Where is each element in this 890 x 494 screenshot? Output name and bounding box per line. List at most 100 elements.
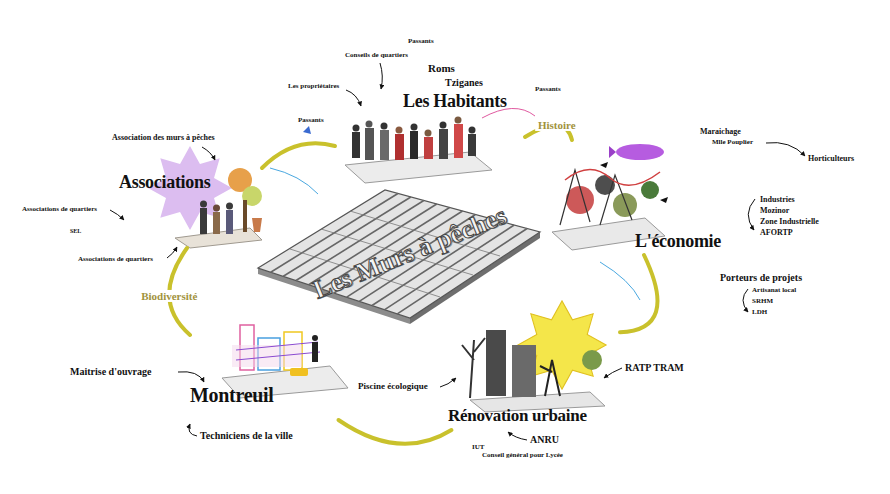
leader-arrow [167, 247, 177, 258]
habitants-collage [454, 124, 463, 158]
leader-arrow [189, 424, 197, 436]
habitants-collage [352, 132, 360, 158]
leader-arrow [110, 210, 124, 220]
habitants-collage [380, 130, 389, 160]
economie-collage [613, 193, 637, 217]
actor-label: Association des murs à pêches [112, 134, 215, 143]
leader-arrow [110, 63, 805, 440]
habitants-collage [440, 122, 447, 129]
person-label: Passants [535, 86, 561, 94]
actor-label: IUT [472, 444, 484, 452]
decor-line [270, 168, 318, 194]
habitants-collage [425, 130, 432, 137]
loop-connector [620, 255, 658, 332]
habitants-collage [353, 125, 360, 132]
habitants-collage [396, 127, 403, 134]
habitants-collage [424, 137, 433, 159]
habitants-collage [303, 117, 492, 184]
node-title: Rénovation urbaine [448, 407, 587, 425]
associations-collage [213, 212, 220, 234]
node-title: Associations [119, 173, 210, 192]
decor-line [600, 262, 640, 300]
project-label: Piscine écologique [358, 382, 428, 392]
person-label: Passants [298, 117, 324, 125]
renovation-collage [540, 360, 560, 396]
associations-collage [252, 218, 262, 232]
leader-arrow [440, 378, 456, 387]
actor-label: SRHM [752, 298, 773, 306]
associations-collage [226, 203, 233, 210]
actor-label: RATP TRAM [625, 362, 684, 373]
leader-arrow [604, 368, 622, 378]
habitants-collage [395, 134, 404, 160]
associations-group: Associations [112, 148, 262, 248]
leader-arrow [766, 143, 805, 156]
economie-collage [600, 162, 668, 203]
leader-arrow [748, 199, 755, 230]
actor-label: Maitrise d'ouvrage [70, 366, 151, 377]
habitants-collage [410, 131, 418, 159]
actor-label: Mozinor [760, 207, 789, 216]
murs-map: Les Murs à pêches [280, 190, 540, 315]
leader-arrow [380, 63, 382, 89]
economie-collage [560, 170, 632, 225]
economie-group: L'économie [545, 140, 725, 255]
actor-label: Mlle Pouplier [712, 139, 753, 147]
map-murs [271, 194, 527, 314]
map-murs [258, 190, 540, 318]
leader-arrow [178, 372, 204, 382]
associations-collage [200, 201, 207, 208]
loop-connector [262, 143, 335, 168]
montreuil-collage [312, 335, 318, 341]
economie-collage [609, 146, 616, 158]
actor-label: Conseil général pour Lycée [482, 452, 563, 460]
edge-label: Biodiversité [138, 290, 200, 302]
economie-collage [641, 181, 659, 199]
montreuil-group: Montreuil [190, 320, 355, 420]
node-title: L'économie [635, 232, 721, 251]
leader-arrow [743, 289, 748, 312]
associations-collage [243, 200, 247, 232]
node-title: Les Habitants [403, 92, 507, 111]
actor-label: Horticulteurs [808, 155, 854, 164]
actor-label: Artisanat local [752, 287, 796, 295]
habitants-collage [455, 117, 462, 124]
renovation-collage [582, 350, 602, 370]
renovation-collage [462, 338, 485, 398]
montreuil-collage [236, 342, 320, 360]
associations-collage [148, 146, 262, 248]
loop-connector [339, 420, 452, 444]
montreuil-collage [312, 342, 318, 362]
habitants-collage [303, 126, 311, 134]
habitants-collage [411, 124, 418, 131]
montreuil-collage [290, 368, 308, 376]
group-label: Tziganes [445, 77, 483, 88]
decor-line [270, 108, 640, 300]
actor-label: Techniciens de la ville [200, 430, 293, 441]
economie-collage [566, 186, 594, 214]
edge-label: Histoire [535, 119, 579, 131]
group-label: Les propriétaires [288, 83, 339, 91]
habitants-collage [366, 121, 373, 128]
montreuil-collage [232, 345, 302, 367]
associations-collage [213, 205, 220, 212]
renovation-collage [512, 345, 536, 397]
actor-label: Associations de quartiers [78, 256, 153, 264]
leader-arrow [508, 432, 527, 440]
group-label: Conseils de quartiers [345, 52, 408, 60]
leader-arrow [346, 90, 361, 106]
actor-label: Industries [760, 196, 795, 205]
map-murs [258, 190, 540, 324]
habitants-collage [439, 129, 448, 159]
renovation-collage [486, 330, 506, 396]
renovation-group: Rénovation urbaine [448, 315, 620, 430]
node-title: Montreuil [190, 385, 274, 406]
person-label: Passants [408, 38, 434, 46]
map-title: Les Murs à pêches [310, 202, 511, 303]
actor-label: LDH [752, 309, 767, 317]
associations-collage [226, 210, 233, 234]
actor-label: Zone Industrielle [760, 218, 819, 227]
leader-arrow [202, 147, 215, 160]
actor-label: AFORTP [760, 229, 793, 238]
